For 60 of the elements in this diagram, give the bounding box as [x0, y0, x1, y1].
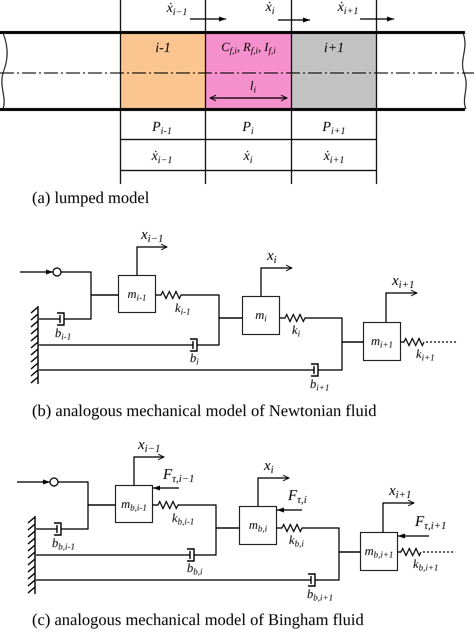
connector-line — [35, 527, 240, 556]
spring-label: k$_{i}$ — [292, 324, 300, 336]
damper-label: b$_{b,i-1}$ — [52, 537, 75, 550]
input-circle — [49, 477, 59, 487]
pressure-label: P$_{i-1}$ — [152, 121, 172, 135]
pressure-label: P$_{i+1}$ — [322, 121, 346, 135]
connector-line — [35, 551, 361, 581]
spring-connector — [401, 337, 456, 347]
velocity-label: ẋ$_{i+1}$ — [338, 1, 358, 15]
displacement-label: x$_{i}$ — [267, 249, 277, 264]
damper-label: b$_{i-1}$ — [55, 327, 72, 340]
pressure-label: P$_{i}$ — [242, 121, 254, 135]
velocity-label: ẋ$_{i}$ — [243, 150, 253, 164]
velocity-label: ẋ$_{i−1}$ — [152, 150, 172, 164]
mass-block: m$_{b,i+1}$ — [360, 532, 398, 571]
displacement-label: x$_{i}$ — [264, 459, 274, 474]
spring-label: k$_{b,i+1}$ — [413, 558, 438, 570]
spring-label: k$_{i+1}$ — [416, 348, 435, 360]
mass-block: m$_{i+1}$ — [363, 322, 401, 361]
pipe-segment — [206, 34, 291, 108]
fixed-wall — [30, 305, 39, 385]
spring-label: k$_{b,i-1}$ — [172, 512, 194, 524]
connector-line — [38, 341, 364, 371]
connector-line — [38, 294, 119, 320]
length-label: l$_{i}$ — [250, 79, 256, 92]
fixed-wall — [27, 515, 36, 595]
spring-connector — [398, 547, 453, 557]
spring-label: k$_{b,i}$ — [289, 534, 304, 546]
segment-label: i+1 — [324, 42, 344, 56]
damper-label: b$_{b,i}$ — [187, 562, 203, 574]
velocity-label: ẋ$_{i}$ — [265, 1, 275, 15]
displacement-label: x$_{i+1}$ — [389, 484, 412, 499]
panel-caption: (b) analogous mechanical model of Newtonian fluid — [32, 403, 377, 420]
pipe-segment — [121, 34, 205, 108]
damper-label: b$_{b,i+1}$ — [307, 588, 334, 600]
force-label: F$_{τ,i}$ — [288, 489, 307, 504]
connector-line — [38, 317, 243, 346]
arrow — [17, 480, 50, 484]
damper-label: b$_{i+1}$ — [310, 378, 330, 390]
mass-block: m$_{b,i}$ — [239, 506, 277, 545]
panel-caption: (c) analogous mechanical model of Bingham fluid — [32, 612, 364, 628]
input-circle — [52, 267, 62, 277]
displacement-label: x$_{i−1}$ — [138, 438, 160, 453]
damper-label: b$_{i}$ — [190, 352, 199, 364]
mass-block: m$_{i}$ — [242, 296, 280, 335]
velocity-label: ẋ$_{i+1}$ — [324, 150, 344, 164]
pipe-segment — [292, 34, 376, 108]
parameter-label: C$_{f,i}$, R$_{f,i}$, I$_{f,i}$ — [221, 41, 276, 54]
mass-block: m$_{b,i-1}$ — [115, 485, 153, 523]
force-label: F$_{τ,i−1}$ — [163, 468, 194, 483]
arrow — [20, 270, 53, 274]
mass-block: m$_{i-1}$ — [118, 275, 156, 313]
force-label: F$_{τ,i+1}$ — [415, 515, 446, 530]
panel-caption: (a) lumped model — [32, 190, 150, 206]
segment-label: i-1 — [155, 42, 171, 56]
velocity-label: ẋ$_{i−1}$ — [166, 2, 188, 16]
displacement-label: x$_{i+1}$ — [392, 274, 414, 289]
connector-line — [35, 504, 116, 530]
displacement-label: x$_{i−1}$ — [141, 228, 164, 243]
spring-label: k$_{i-1}$ — [175, 302, 191, 314]
